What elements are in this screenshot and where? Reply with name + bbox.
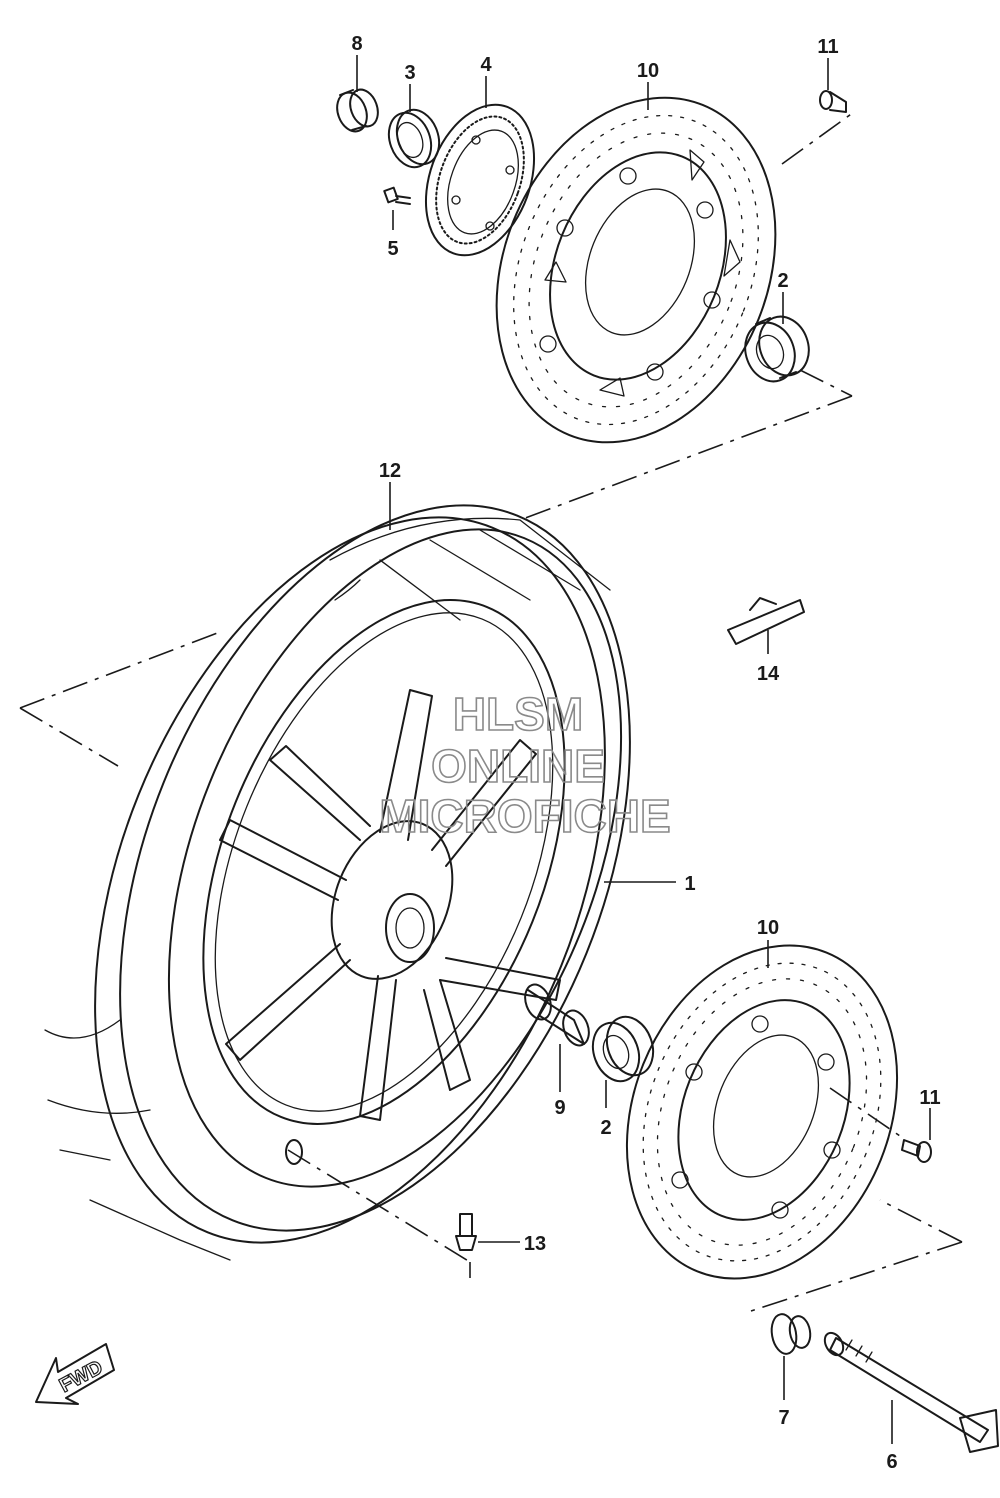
part-4-abs-sensor-ring: [424, 103, 536, 257]
callout-14: 14: [757, 663, 780, 685]
part-13-air-valve: [455, 1213, 477, 1251]
callout-7: 7: [778, 1407, 789, 1429]
part-11-disc-bolt-lower: [901, 1139, 932, 1163]
assembly-dashed-lines: [19, 111, 963, 1313]
callout-12: 12: [379, 460, 401, 482]
callout-10-top: 10: [637, 60, 659, 82]
callout-8: 8: [351, 33, 362, 55]
callout-13: 13: [524, 1233, 546, 1255]
callout-2-top: 2: [777, 270, 788, 292]
callout-labels: 8 3 4 10 11 5 2 12 14 1 10 11 9 2 13 7 6: [351, 33, 940, 1473]
callout-6: 6: [886, 1451, 897, 1473]
part-1-wheel-rim: [202, 599, 566, 1165]
part-5-screw: [383, 186, 411, 205]
fwd-label: FWD: [56, 1356, 107, 1397]
callout-9: 9: [554, 1097, 565, 1119]
callout-1: 1: [684, 873, 695, 895]
callout-10-bottom: 10: [757, 917, 779, 939]
part-3-oil-seal: [387, 108, 441, 169]
part-2-bearing-upper: [744, 315, 810, 383]
part-10-brake-disc-lower: [625, 944, 899, 1280]
callout-11-bottom: 11: [919, 1087, 940, 1109]
part-8-spacer: [336, 88, 379, 133]
watermark-line1: HLSM: [453, 688, 583, 740]
part-6-front-axle: [823, 1331, 999, 1453]
part-7-collar: [770, 1313, 812, 1355]
callout-2-bottom: 2: [600, 1117, 611, 1139]
watermark-line2: ONLINE: [431, 740, 605, 792]
part-14-balancer-weight: [727, 597, 805, 645]
callout-3: 3: [404, 62, 415, 84]
fwd-direction-arrow: FWD: [35, 1343, 115, 1405]
part-10-brake-disc-upper: [495, 96, 777, 444]
part-11-disc-bolt-upper: [819, 90, 847, 113]
watermark-line3: MICROFICHE: [379, 790, 670, 842]
callout-5: 5: [387, 238, 398, 260]
callout-4: 4: [480, 54, 492, 76]
leader-lines: [356, 55, 931, 1444]
callout-11-top: 11: [817, 36, 838, 58]
part-12-tire: [44, 504, 631, 1261]
part-9-spacer: [524, 983, 590, 1047]
watermark: HLSM ONLINE MICROFICHE: [379, 687, 672, 843]
